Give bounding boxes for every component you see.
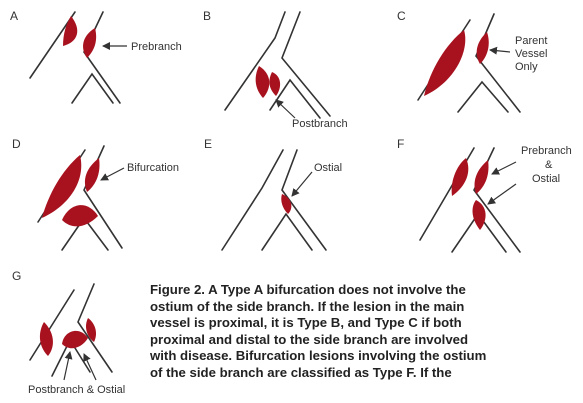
caption-line: Figure 2. A Type A bifurcation does not …	[150, 282, 578, 299]
lesion	[424, 30, 465, 96]
caption-line: of the side branch are classified as Typ…	[150, 365, 578, 382]
panel-letter-c: C	[397, 9, 406, 23]
lesion	[63, 16, 77, 46]
lesion	[452, 158, 469, 196]
panel-a: A Prebranch	[10, 9, 182, 103]
caption-line: proximal and distal to the side branch a…	[150, 332, 578, 349]
lesion	[475, 160, 489, 194]
vessel-lines	[418, 14, 520, 112]
label-ostial: Ostial	[532, 173, 560, 185]
label-vessel: Vessel	[515, 48, 547, 60]
lesion	[85, 158, 100, 192]
lesion	[83, 28, 96, 58]
annotation-arrow	[490, 50, 510, 52]
annotation-arrow	[84, 354, 96, 380]
lesion	[281, 194, 291, 214]
label-ampersand: &	[545, 159, 553, 171]
figure-caption: Figure 2. A Type A bifurcation does not …	[150, 282, 578, 382]
panel-letter-f: F	[397, 137, 404, 151]
vessel-lines	[222, 150, 326, 250]
panel-g: G Postbranch & Ostial	[12, 269, 125, 396]
panel-letter-b: B	[203, 9, 211, 23]
lesion	[477, 32, 489, 64]
annotation-arrow	[492, 162, 516, 174]
label-prebranch: Prebranch	[131, 41, 182, 53]
panel-letter-d: D	[12, 137, 21, 151]
label-parent: Parent	[515, 35, 547, 47]
lesion	[62, 331, 88, 348]
panel-d: D Bifurcation	[12, 137, 179, 250]
annotation-arrow	[488, 184, 516, 204]
panel-letter-e: E	[204, 137, 212, 151]
panel-c: C Parent Vessel Only	[397, 9, 547, 112]
lesion	[256, 66, 270, 98]
vessel-lines	[420, 148, 520, 252]
label-postbranch-ostial: Postbranch & Ostial	[28, 384, 125, 396]
caption-line: vessel is proximal, it is Type B, and Ty…	[150, 315, 578, 332]
label-prebranch: Prebranch	[521, 145, 572, 157]
annotation-arrow	[276, 100, 295, 118]
lesion	[269, 72, 280, 96]
panel-f: F Prebranch & Ostial	[397, 137, 572, 252]
annotation-arrow	[64, 352, 70, 380]
annotation-arrow	[292, 172, 312, 196]
lesion	[62, 205, 98, 226]
label-only: Only	[515, 61, 538, 73]
label-ostial: Ostial	[314, 162, 342, 174]
lesion	[473, 200, 486, 230]
caption-line: ostium of the side branch. If the lesion…	[150, 299, 578, 316]
annotation-arrow	[101, 168, 124, 180]
panel-letter-a: A	[10, 9, 18, 23]
panel-e: E Ostial	[204, 137, 342, 250]
label-bifurcation: Bifurcation	[127, 162, 179, 174]
caption-line: with disease. Bifurcation lesions involv…	[150, 348, 578, 365]
panel-letter-g: G	[12, 269, 21, 283]
label-postbranch: Postbranch	[292, 118, 348, 130]
panel-b: B Postbranch	[203, 9, 348, 130]
